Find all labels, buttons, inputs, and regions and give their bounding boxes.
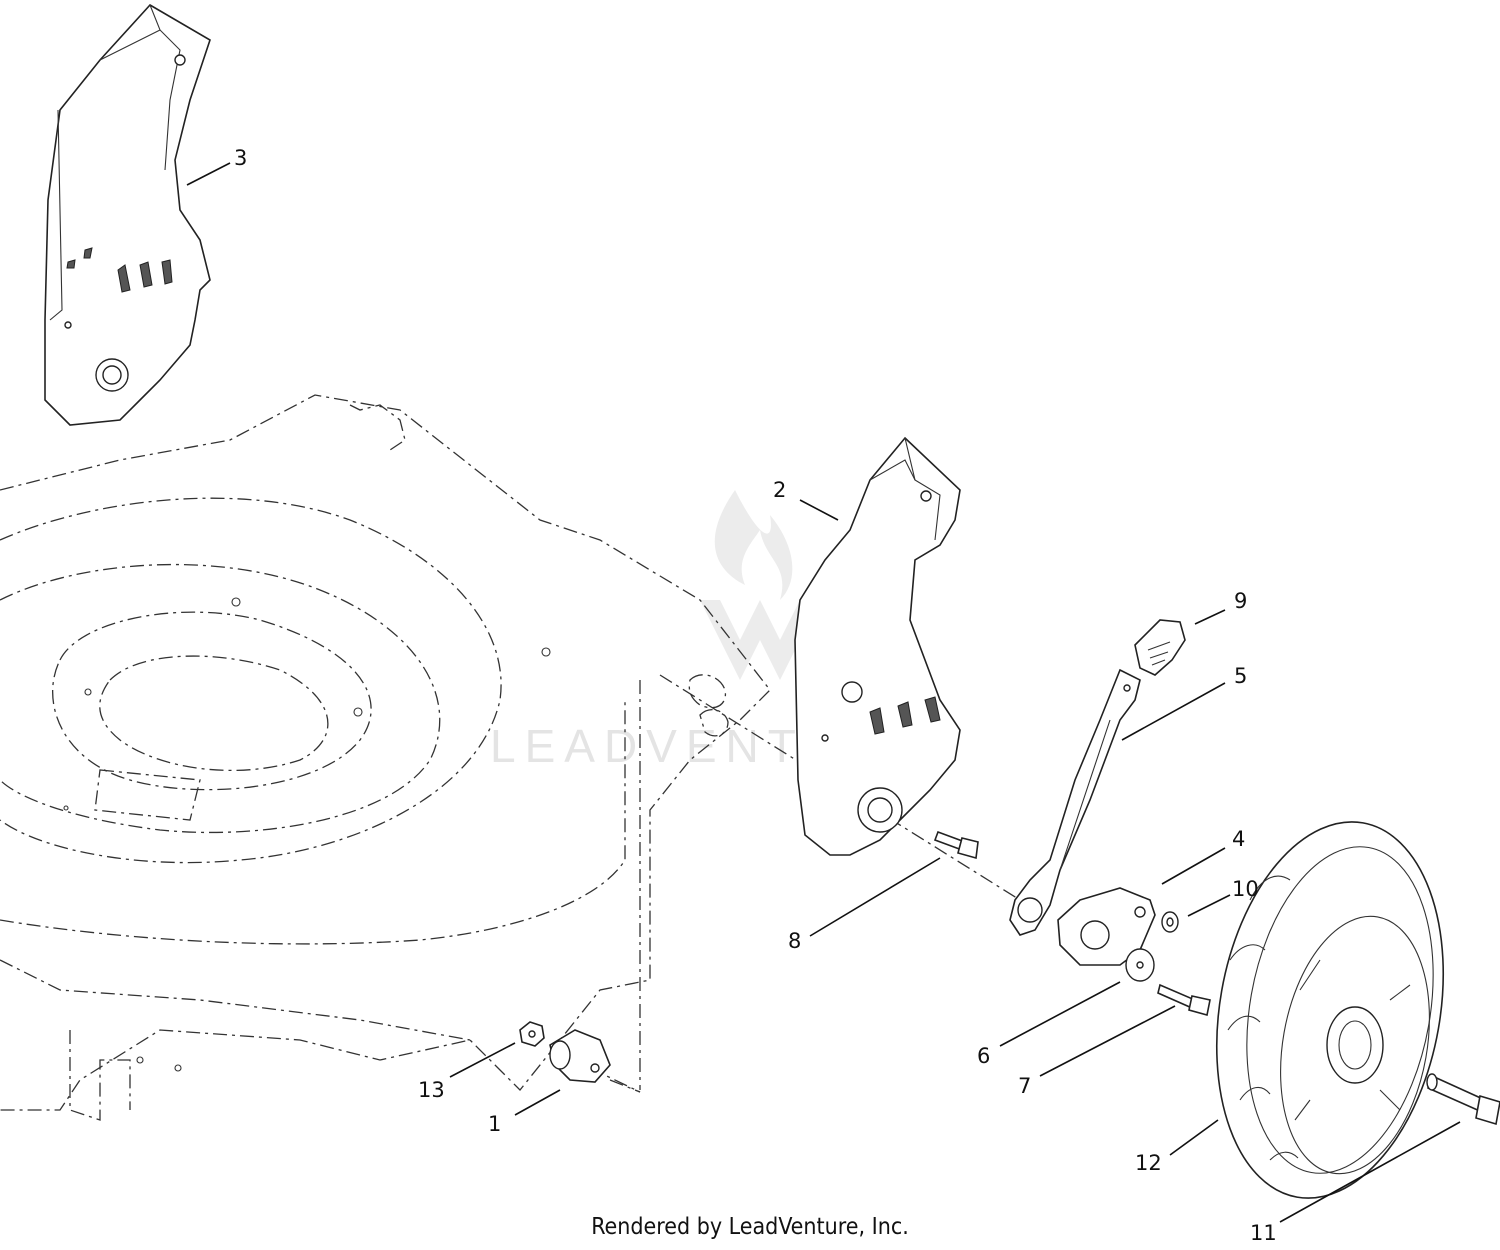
callouts: 3 2 9 5 4 10 8 6 7 13 1 12 11 — [234, 146, 1277, 1245]
leader-line-3 — [186, 162, 231, 186]
leader-line-5 — [1121, 682, 1226, 741]
footer-credit: Rendered by LeadVenture, Inc. — [591, 1214, 909, 1240]
part-11-bolt — [1426, 1073, 1500, 1126]
leader-line-9 — [1194, 609, 1226, 625]
part-8-bolt — [933, 830, 979, 860]
callout-13: 13 — [418, 1078, 445, 1102]
part-10-washer — [1161, 911, 1179, 933]
callout-5: 5 — [1234, 664, 1247, 688]
callout-10: 10 — [1232, 877, 1259, 901]
callout-4: 4 — [1232, 827, 1245, 851]
leader-lines — [186, 162, 1461, 1223]
mower-deck — [0, 394, 771, 1121]
part-7-bolt — [1157, 983, 1211, 1017]
leader-line-7 — [1039, 1005, 1176, 1077]
part-1-bushing — [549, 1029, 611, 1083]
leader-line-11 — [1279, 1121, 1461, 1223]
callout-7: 7 — [1018, 1074, 1031, 1098]
callout-9: 9 — [1234, 589, 1247, 613]
leader-line-2 — [799, 499, 839, 521]
callout-1: 1 — [488, 1112, 501, 1136]
leader-line-10 — [1187, 894, 1231, 917]
callout-3: 3 — [234, 146, 247, 170]
callout-2: 2 — [773, 478, 786, 502]
leader-line-1 — [514, 1089, 561, 1116]
callout-11: 11 — [1250, 1221, 1277, 1245]
callout-6: 6 — [977, 1044, 990, 1068]
part-6-spacer — [1125, 948, 1155, 982]
part-3-bracket — [44, 3, 211, 426]
leader-line-8 — [809, 857, 941, 937]
part-4-plate — [1057, 887, 1156, 966]
leader-line-4 — [1161, 847, 1226, 885]
leader-line-13 — [449, 1042, 516, 1078]
callout-12: 12 — [1135, 1151, 1162, 1175]
part-2-bracket — [794, 436, 961, 856]
leader-line-12 — [1169, 1119, 1219, 1156]
leader-line-6 — [999, 981, 1121, 1047]
part-12-wheel — [1215, 821, 1445, 1199]
callout-8: 8 — [788, 929, 801, 953]
part-9-knob — [1134, 619, 1186, 676]
part-5-lever — [1009, 668, 1141, 936]
part-13-nut — [519, 1021, 545, 1047]
